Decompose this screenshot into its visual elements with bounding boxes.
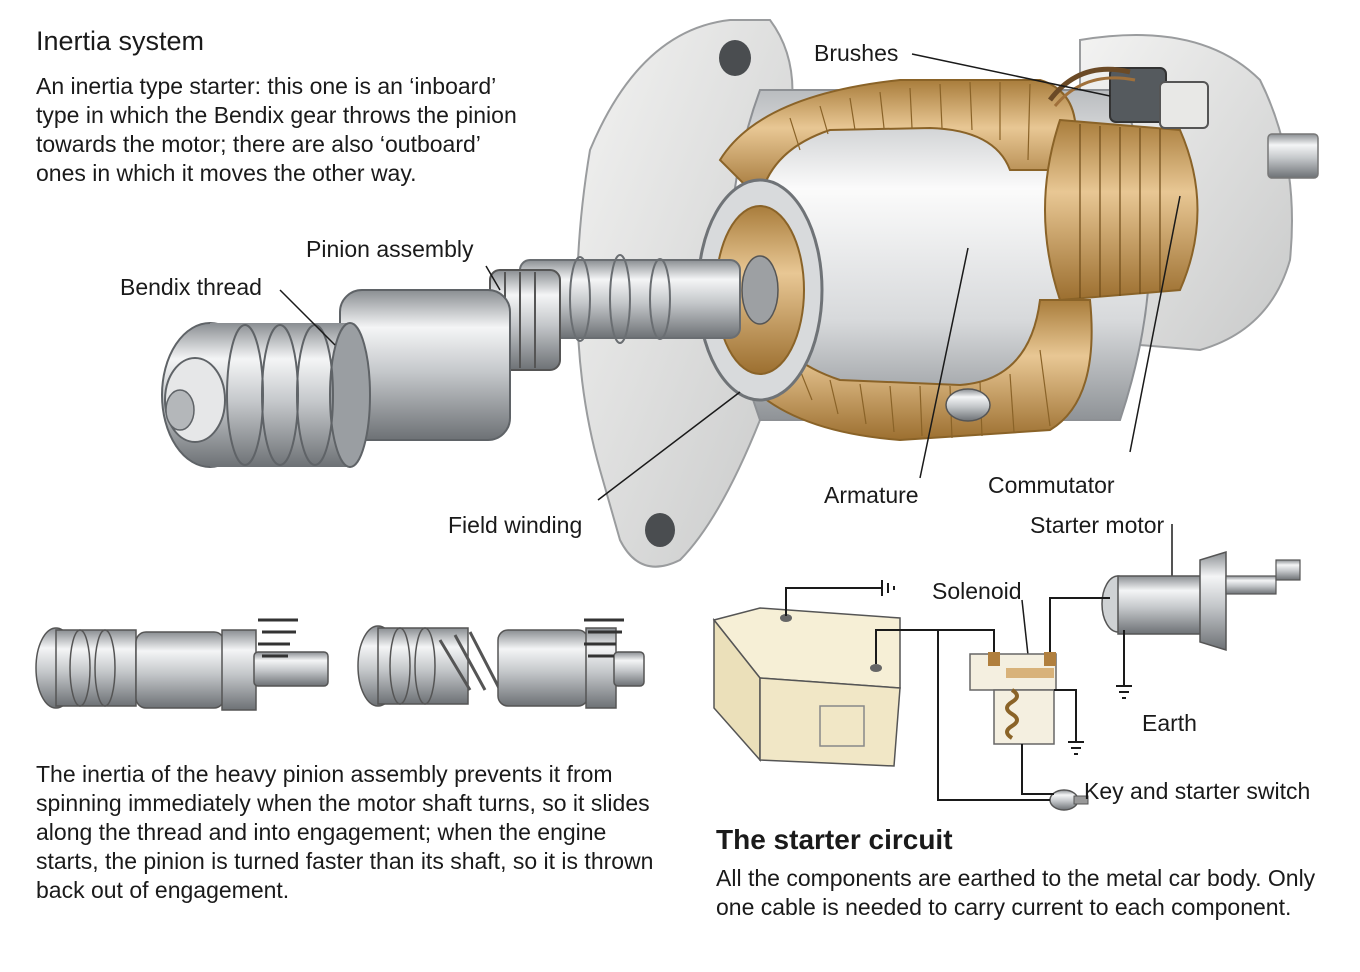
armature-core — [741, 255, 779, 325]
label-armature: Armature — [824, 482, 919, 508]
flange-bolt-hole-top — [719, 40, 751, 76]
section-title: Inertia system — [36, 26, 205, 56]
leader-armature — [919, 247, 969, 479]
circuit-wires — [785, 587, 1125, 801]
label-starter-motor: Starter motor — [1030, 512, 1165, 538]
commutator-segments — [1079, 124, 1161, 298]
solenoid — [969, 652, 1057, 745]
brush-holder — [1048, 66, 1209, 129]
rear-shaft-end — [1267, 133, 1319, 179]
leader-commutator — [1129, 195, 1181, 453]
commutator — [1044, 118, 1199, 302]
starter-motor-small — [1101, 550, 1301, 652]
leader-lines — [279, 53, 1181, 656]
label-pinion-assembly: Pinion assembly — [306, 236, 474, 262]
leader-pinion-assembly — [485, 265, 501, 291]
flange-bolt-hole-bottom — [645, 513, 675, 547]
label-earth: Earth — [1142, 710, 1197, 736]
label-key-switch: Key and starter switch — [1084, 778, 1311, 804]
starter-circuit — [712, 550, 1301, 811]
winding-stripes — [789, 81, 1051, 439]
leader-field-winding — [597, 391, 741, 501]
leader-solenoid — [1021, 599, 1029, 656]
label-solenoid: Solenoid — [932, 578, 1022, 604]
key-switch — [1049, 789, 1089, 811]
label-bendix-thread: Bendix thread — [120, 274, 262, 300]
leader-brushes — [911, 53, 1111, 97]
intro-paragraph: An inertia type starter: this one is an … — [36, 73, 517, 186]
leader-bendix-thread — [279, 289, 336, 346]
starter-motor-cutaway — [161, 19, 1319, 568]
circuit-description: All the components are earthed to the me… — [716, 865, 1316, 920]
label-field-winding: Field winding — [448, 512, 583, 538]
label-commutator: Commutator — [988, 472, 1115, 498]
earth-symbols — [881, 580, 1132, 755]
shaft-rings — [569, 254, 671, 344]
terminal-bolt — [945, 388, 991, 422]
circuit-title: The starter circuit — [716, 824, 953, 855]
pinion-diagram-engaged — [357, 618, 645, 709]
bendix-thread-sleeve — [161, 322, 371, 468]
battery — [712, 607, 901, 767]
pinion-diagram-disengaged — [35, 618, 329, 711]
label-brushes: Brushes — [814, 40, 899, 66]
field-coil-lower — [728, 299, 1093, 442]
inertia-explanation: The inertia of the heavy pinion assembly… — [36, 761, 654, 903]
